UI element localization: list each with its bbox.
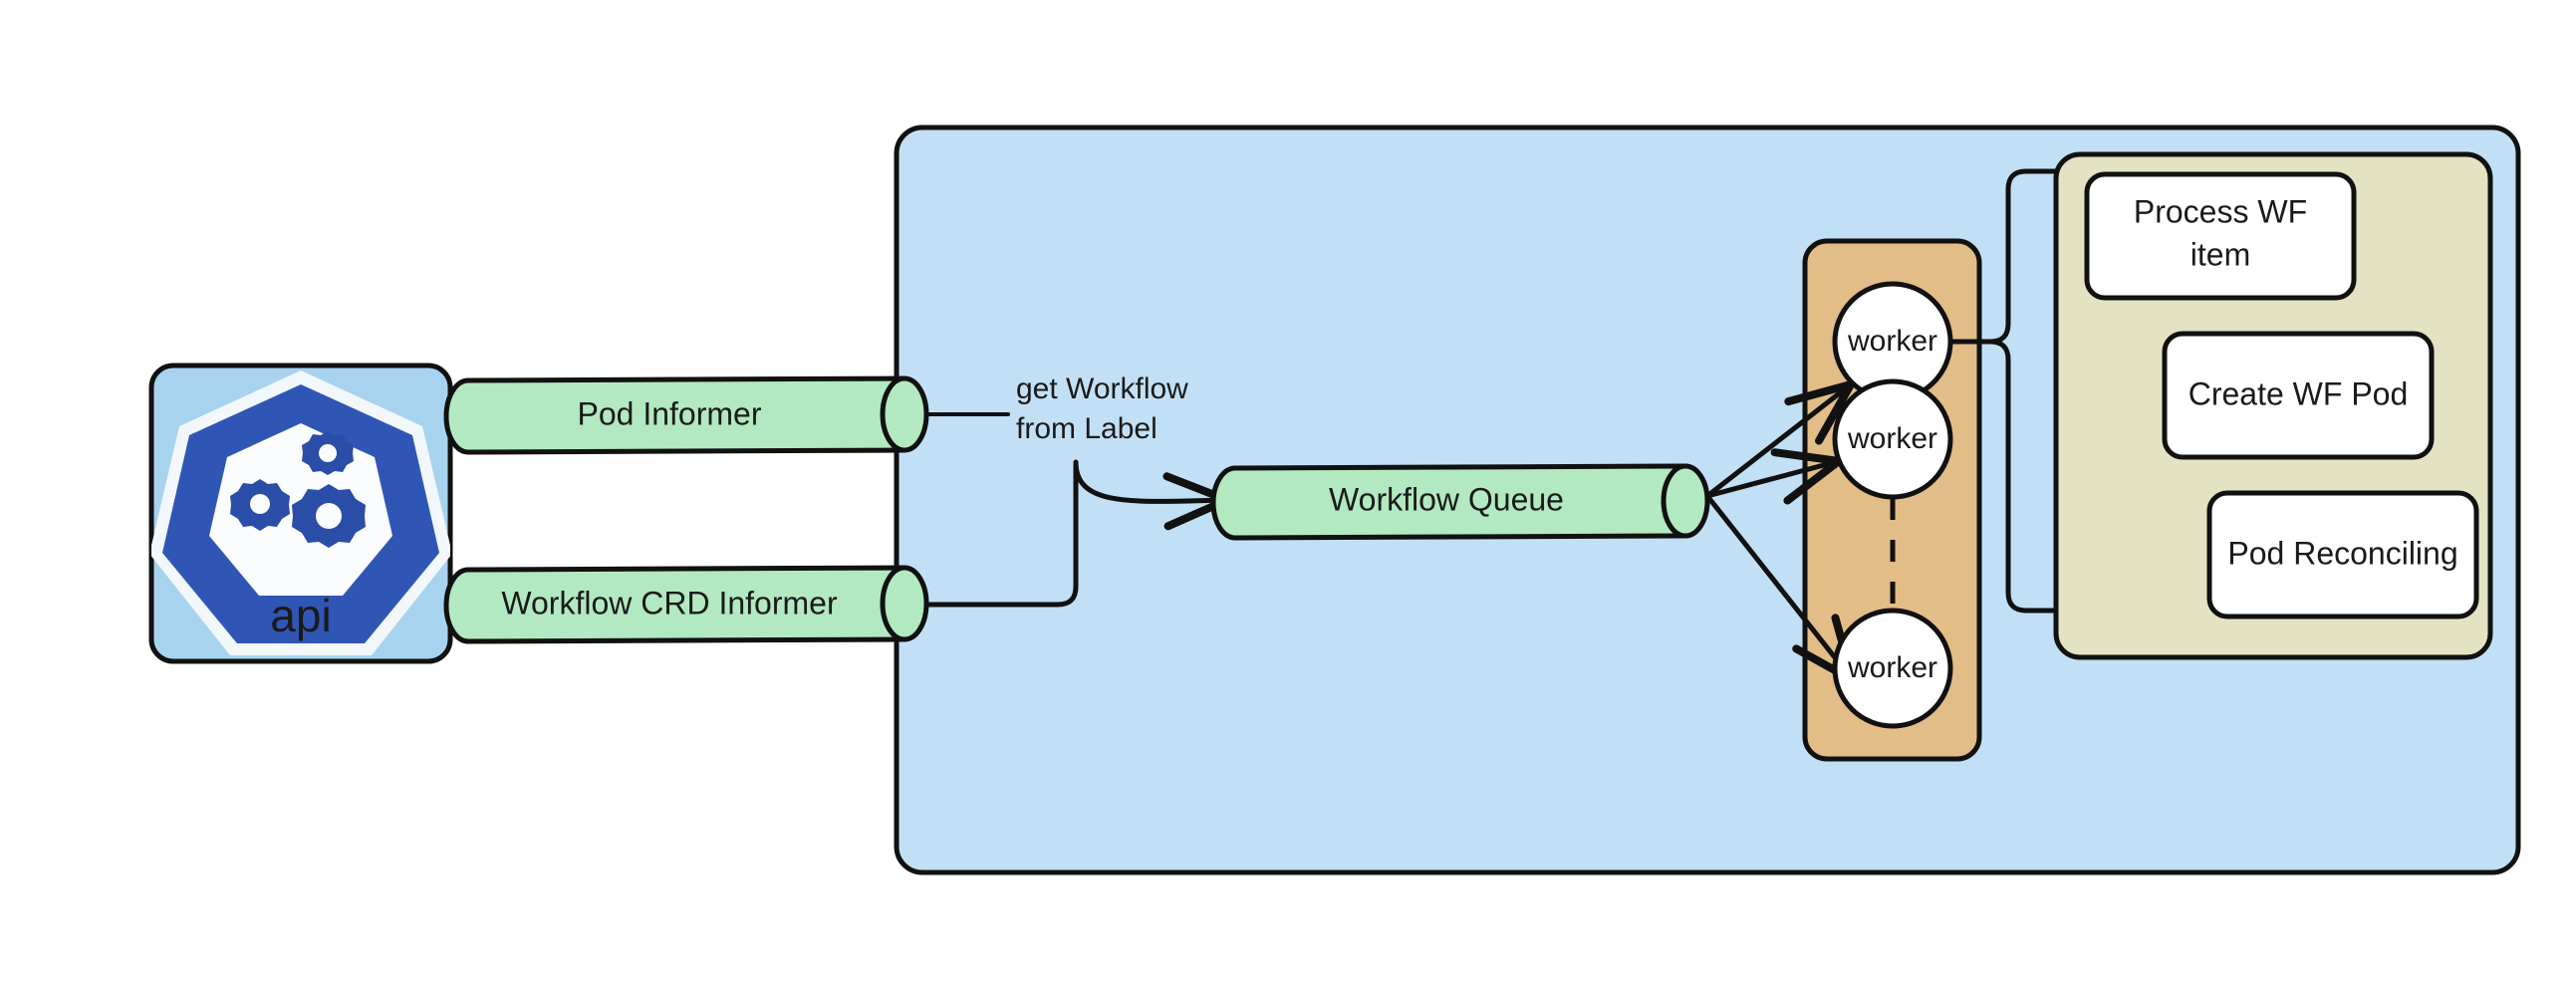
worker-2-circle <box>1832 378 1953 500</box>
api-gear-small-icon <box>302 431 354 475</box>
workflow-queue-label: Workflow Queue <box>1329 481 1564 517</box>
worker-1-node[interactable]: worker <box>1832 281 1953 402</box>
task-process-wf-item-box <box>2084 171 2357 301</box>
task-create-wf-pod[interactable]: Create WF Pod <box>2162 331 2435 460</box>
edge-queue-to-worker-3 <box>1704 493 1857 684</box>
workflow-crd-informer-label: Workflow CRD Informer <box>501 585 838 620</box>
worker-3-circle <box>1832 608 1953 729</box>
api-caption: api <box>270 590 331 641</box>
worker-1-label: worker <box>1847 325 1937 358</box>
pod-informer-node[interactable]: Pod Informer <box>443 375 929 455</box>
api-server-node: api <box>148 363 453 664</box>
task-process-wf-item[interactable]: Process WF item <box>2084 171 2357 301</box>
task-process-wf-item-line2: item <box>2190 236 2250 272</box>
worker-2-label: worker <box>1847 422 1937 455</box>
task-pod-reconciling-box <box>2206 490 2479 619</box>
edge-queue-to-worker-1 <box>1704 380 1855 499</box>
edge-queue-to-worker-2 <box>1704 448 1843 505</box>
pod-informer-cap <box>880 375 907 453</box>
svg-text:get Workflow: get Workflow <box>1016 372 1188 405</box>
edge-worker-to-task-panel <box>1947 168 2059 614</box>
worker-3-label: worker <box>1847 651 1937 684</box>
task-create-wf-pod-box <box>2162 331 2435 460</box>
task-create-wf-pod-label: Create WF Pod <box>2189 375 2409 411</box>
api-gear-large-icon <box>292 484 366 548</box>
edge-crd-informer-to-workflow-queue <box>923 459 1231 608</box>
task-pod-reconciling-label: Pod Reconciling <box>2227 535 2457 571</box>
svg-text:from Label: from Label <box>1016 412 1158 445</box>
task-process-wf-item-line1: Process WF <box>2134 193 2307 229</box>
workflow-queue-node[interactable]: Workflow Queue <box>1210 463 1710 541</box>
workflow-queue-cap <box>1661 463 1688 539</box>
worker-3-node[interactable]: worker <box>1832 608 1953 729</box>
edge-label-get-workflow-from-label: get Workflow from Label <box>1016 372 1188 445</box>
task-pod-reconciling[interactable]: Pod Reconciling <box>2206 490 2479 619</box>
workflow-crd-informer-node[interactable]: Workflow CRD Informer <box>443 565 929 644</box>
pod-informer-label: Pod Informer <box>578 395 762 431</box>
api-gear-left-icon <box>230 479 290 531</box>
worker-2-node[interactable]: worker <box>1832 378 1953 500</box>
workflow-crd-informer-cap <box>880 565 907 642</box>
